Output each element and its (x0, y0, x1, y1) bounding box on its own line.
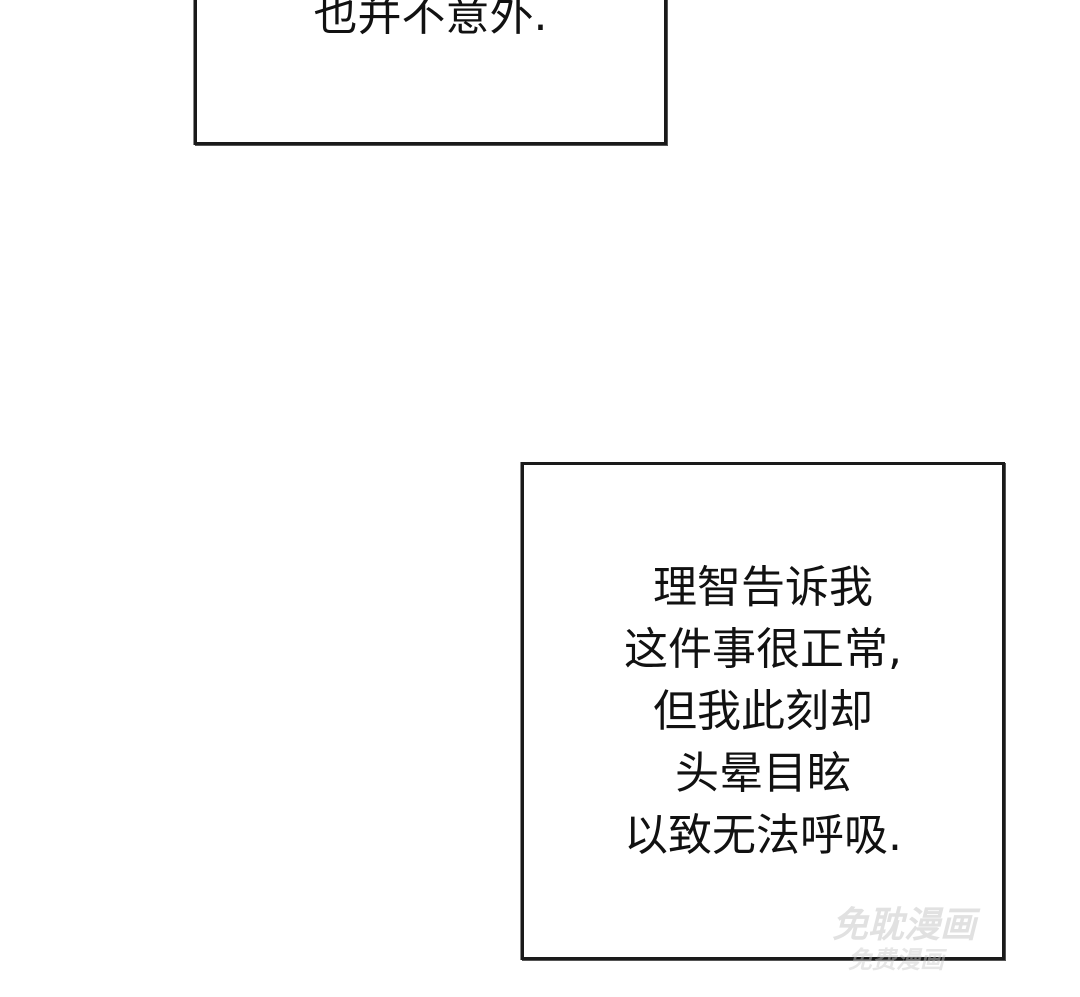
caption-line: 这件事很正常, (624, 624, 902, 675)
comic-panel-top: 也并不意外. (194, 0, 667, 145)
watermark: 免耽漫画 (832, 905, 977, 946)
caption-line: 理智告诉我 (653, 562, 873, 613)
panel-caption: 理智告诉我 这件事很正常, 但我此刻却 头晕目眩 以致无法呼吸. (524, 557, 1002, 867)
panel-caption: 也并不意外. (197, 0, 664, 47)
caption-line: 但我此刻却 (653, 686, 873, 737)
caption-line: 也并不意外. (313, 0, 548, 41)
watermark-sub: 免费漫画 (848, 946, 944, 974)
caption-line: 以致无法呼吸. (624, 810, 902, 861)
comic-panel-bottom: 理智告诉我 这件事很正常, 但我此刻却 头晕目眩 以致无法呼吸. (521, 462, 1005, 960)
caption-line: 头晕目眩 (675, 748, 851, 799)
